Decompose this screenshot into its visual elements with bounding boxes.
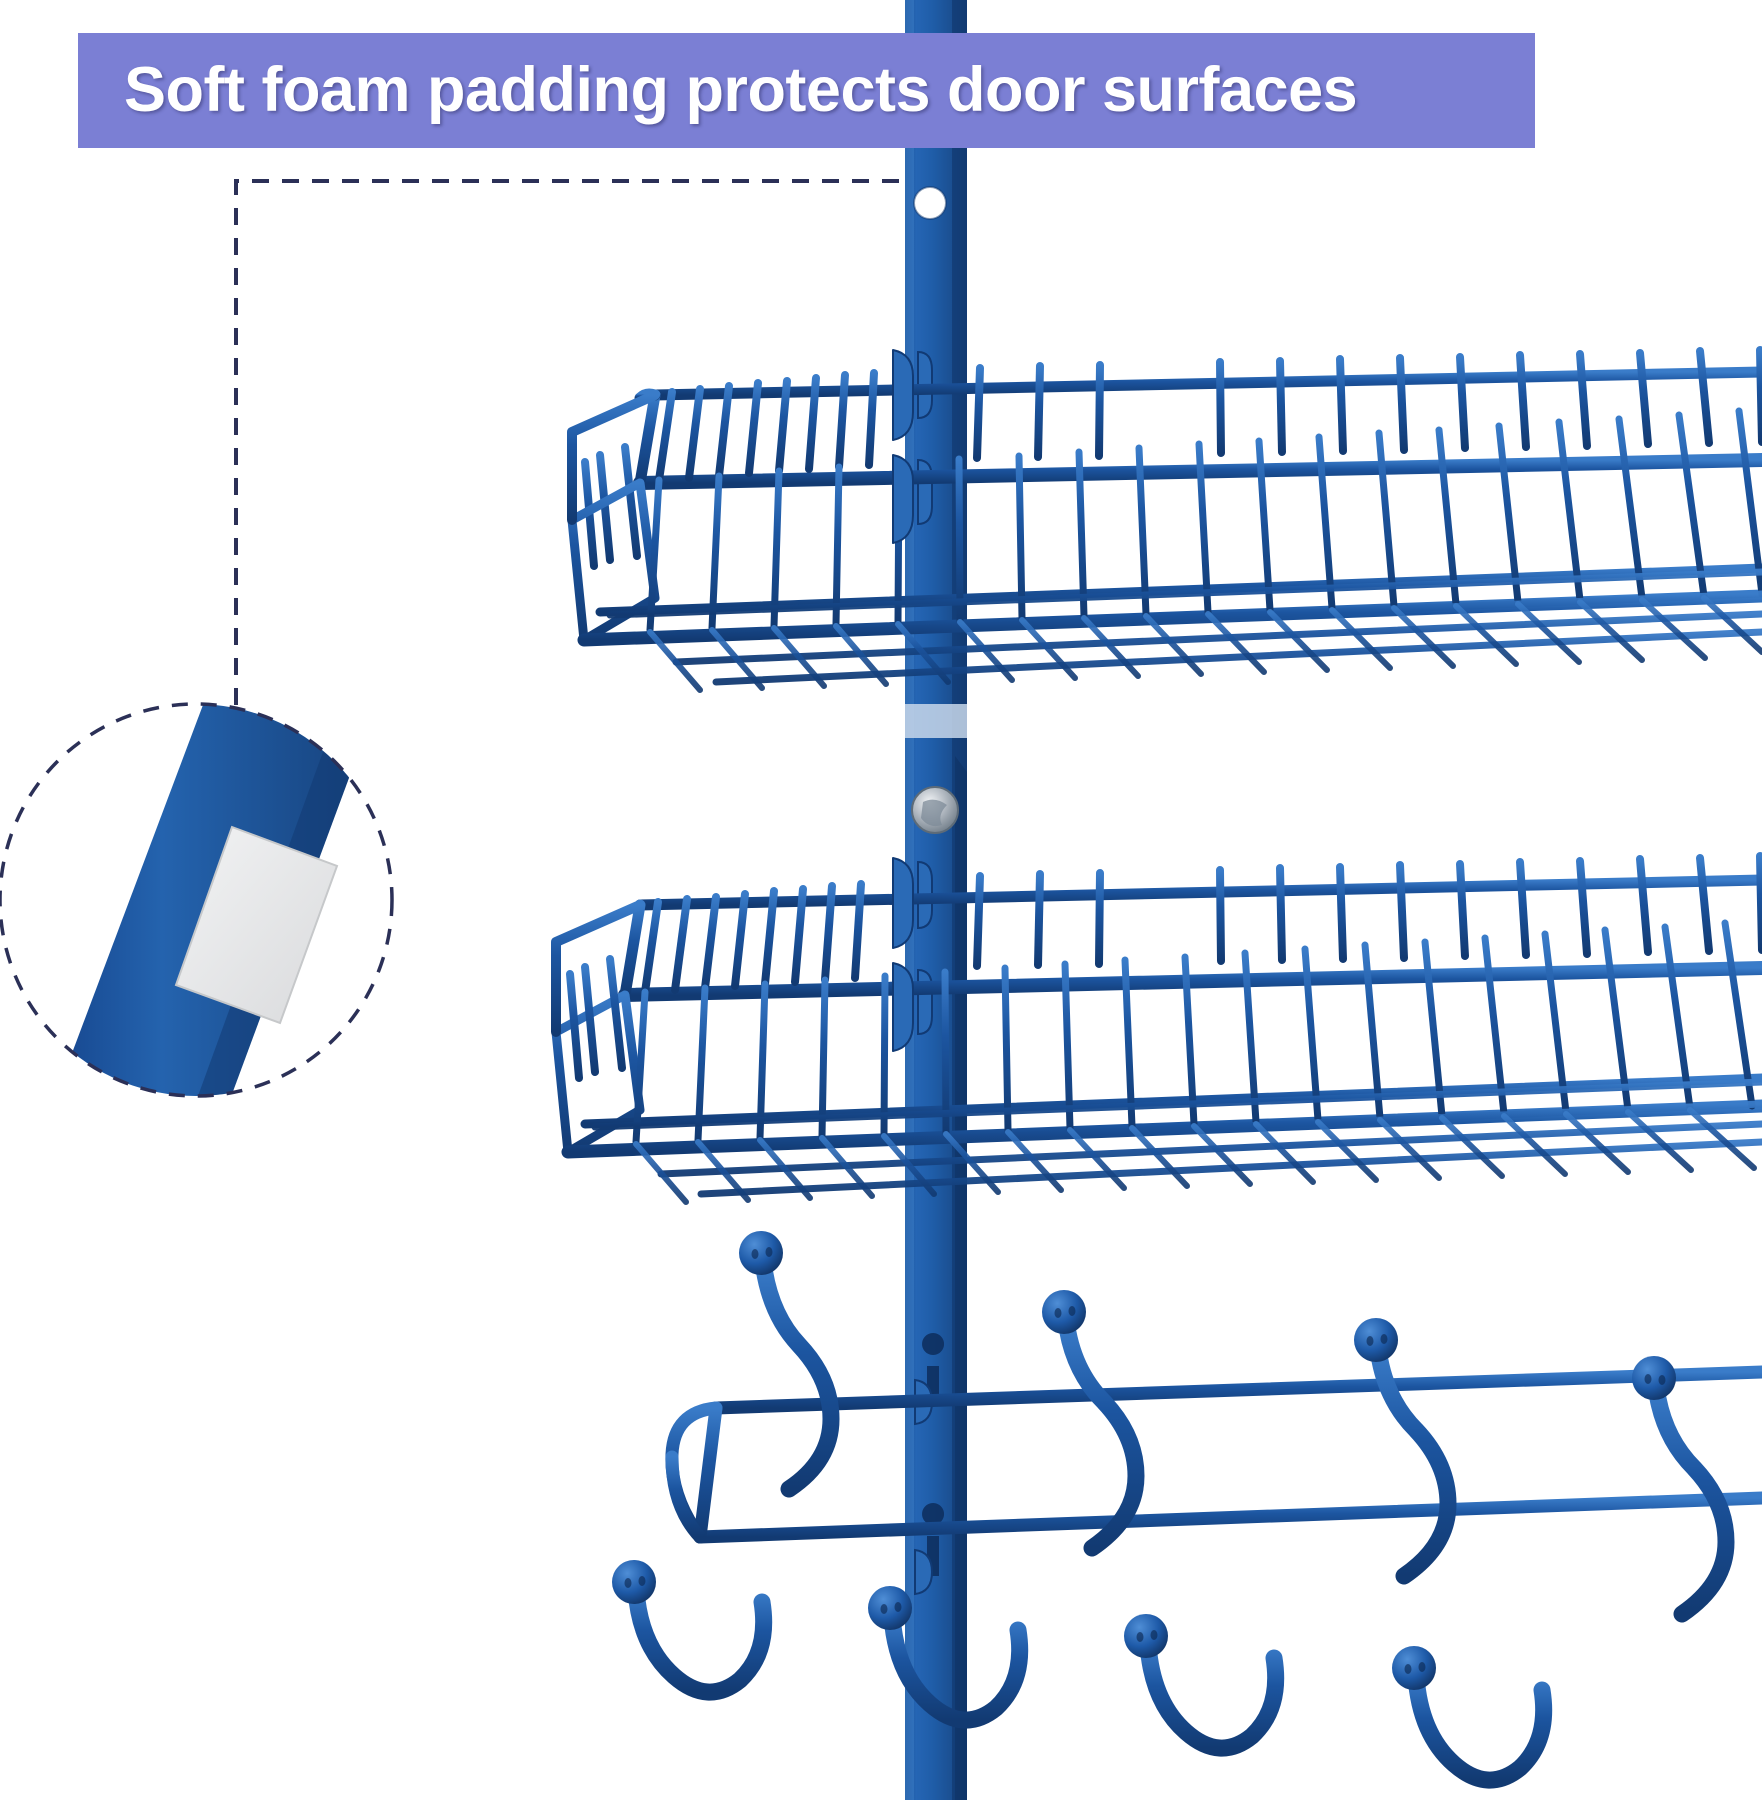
feature-banner: Soft foam padding protects door surfaces: [78, 33, 1535, 148]
hook-upper-knobs: [739, 1231, 1676, 1400]
lower-basket: [551, 852, 1762, 1205]
assembly-screw: [911, 786, 959, 834]
magnifier-outline: [0, 702, 394, 1098]
magnified-hanger-bar: [60, 704, 392, 1096]
magnifier-detail: [0, 702, 394, 1098]
upper-basket: [567, 346, 1762, 693]
bar-highlight-band: [905, 704, 967, 738]
hook-lower-row: [627, 1581, 1553, 1789]
hook-rail-lower-bar: [693, 1491, 1762, 1544]
magnified-foam-pad: [174, 825, 339, 1025]
hook-rail-upper-bar: [709, 1365, 1762, 1415]
feature-headline: Soft foam padding protects door surfaces: [124, 55, 1358, 125]
hook-rail: [665, 1365, 1762, 1544]
callout-target-dot: [913, 186, 947, 220]
hook-lower-knobs: [612, 1560, 1436, 1690]
bar-mount-tabs: [917, 350, 933, 1036]
callout-leader: [234, 179, 920, 705]
hook-upper-row: [754, 1252, 1735, 1623]
